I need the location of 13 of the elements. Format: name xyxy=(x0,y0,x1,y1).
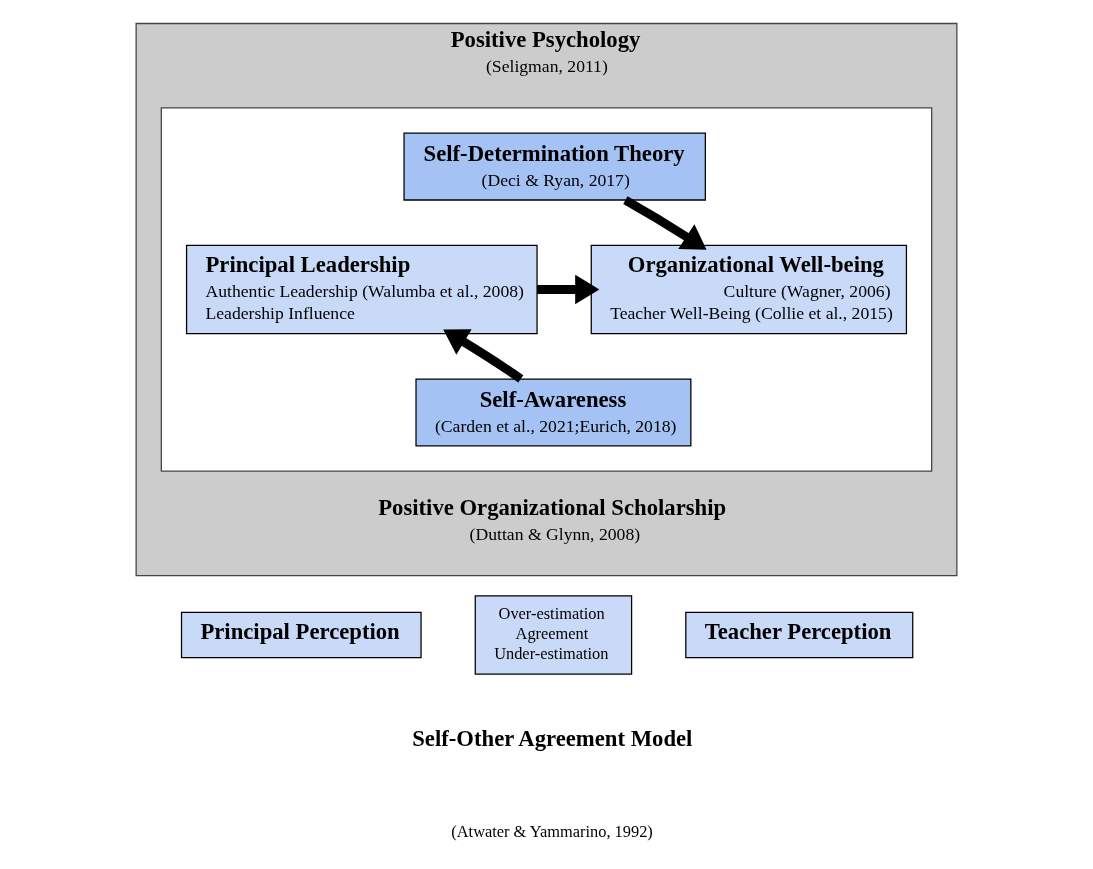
node-box: Over-estimation Agreement Under-estimation xyxy=(474,595,633,675)
arrow xyxy=(443,329,524,383)
arrow xyxy=(537,274,600,305)
node-box: Principal Perception xyxy=(180,611,422,659)
cluster xyxy=(160,107,933,472)
arrow xyxy=(623,196,707,250)
node-box: Organizational Well-being Culture (Wagner, 2006) Teacher Well-Being (Collie et al., 2015) xyxy=(590,244,908,335)
node-box: Teacher Perception xyxy=(685,611,914,659)
label: Self-Other Agreement Model xyxy=(412,726,693,752)
node-box: Principal Leadership Authentic Leadership (Walumba et al., 2008) Leadership Influence xyxy=(185,244,538,335)
node-box: Self-Determination Theory (Deci & Ryan, 2017) xyxy=(403,132,706,201)
node-box: Self-Awareness (Carden et al., 2021;Eurich, 2018) xyxy=(415,378,692,447)
label: (Atwater & Yammarino, 1992) xyxy=(451,822,653,842)
